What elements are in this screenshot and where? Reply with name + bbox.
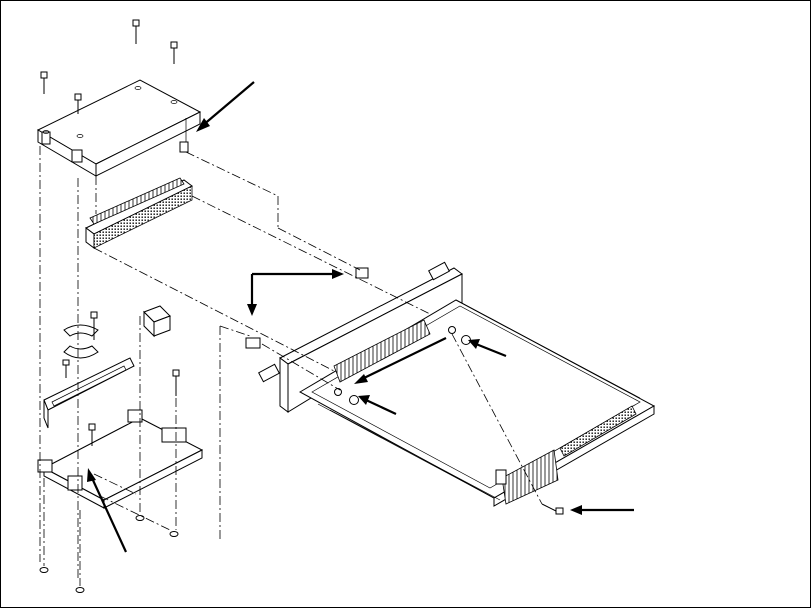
callout-arrow-rear-screw	[570, 505, 634, 515]
chassis	[280, 268, 654, 506]
lower-strip	[44, 358, 134, 428]
lower-cap	[144, 306, 179, 396]
lower-clamp	[63, 312, 98, 378]
top-bracket	[38, 80, 200, 176]
callout-arrow-standoffs	[247, 269, 344, 316]
rear-screw	[542, 504, 563, 514]
callout-arrow-top-bracket	[196, 82, 254, 132]
lower-washers	[40, 516, 178, 593]
edge-connector-upper	[86, 178, 192, 248]
lower-board	[38, 410, 202, 508]
